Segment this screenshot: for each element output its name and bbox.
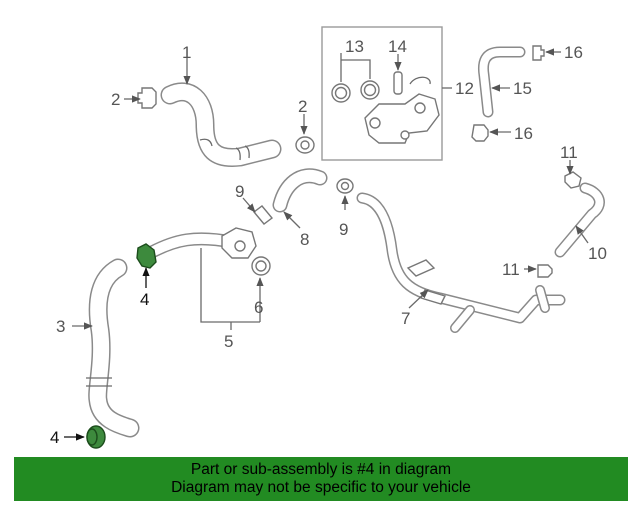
callout-16-top: 16: [564, 43, 583, 62]
callout-4-lower: 4: [50, 428, 59, 447]
callout-13: 13: [345, 37, 364, 56]
part-14-sensor[interactable]: [393, 71, 431, 95]
info-banner-line-1: Part or sub-assembly is #4 in diagram: [190, 461, 452, 478]
part-4-clamp-upper[interactable]: [136, 243, 157, 269]
callout-7: 7: [401, 309, 410, 328]
callout-2-left: 2: [111, 90, 120, 109]
callout-12: 12: [455, 79, 474, 98]
part-15-hose[interactable]: [477, 46, 526, 118]
part-4-clamp-lower[interactable]: [86, 425, 106, 449]
callout-9-left: 9: [235, 182, 244, 201]
part-9-clip-left[interactable]: [252, 205, 274, 225]
callout-3: 3: [56, 317, 65, 336]
part-16-clip-top[interactable]: [532, 45, 545, 61]
part-9-clip-right[interactable]: [336, 178, 354, 194]
callout-2-right: 2: [298, 97, 307, 116]
part-6-gasket[interactable]: [251, 256, 271, 276]
part-10-hose[interactable]: [554, 182, 605, 258]
part-11-clip-top[interactable]: [564, 171, 582, 189]
callout-9-right: 9: [339, 220, 348, 239]
inset-box: [321, 26, 443, 161]
callout-10: 10: [588, 244, 607, 263]
info-banner: Part or sub-assembly is #4 in diagram Di…: [14, 457, 628, 501]
callout-5: 5: [224, 332, 233, 351]
part-12-housing[interactable]: [364, 93, 440, 144]
part-5-outlet[interactable]: [145, 227, 257, 259]
part-2-clip-right[interactable]: [295, 136, 315, 154]
leader-lines: [64, 48, 589, 441]
parts-diagram: 1 2 2 3 4 4 5 6 7 8 9 9 10 11 11 12 13 1…: [50, 26, 607, 449]
part-13-o-rings[interactable]: [331, 80, 380, 103]
callout-6: 6: [254, 298, 263, 317]
part-16-clip-bottom[interactable]: [471, 124, 489, 142]
part-7-pipe[interactable]: [356, 192, 566, 333]
part-2-clip-left[interactable]: [137, 87, 157, 109]
callout-11-top: 11: [560, 143, 578, 162]
callout-4-upper: 4: [140, 290, 149, 309]
callout-16-bottom: 16: [514, 124, 533, 143]
info-banner-line-2: Diagram may not be specific to your vehi…: [171, 479, 471, 496]
part-1-upper-hose[interactable]: [160, 82, 282, 167]
callout-15: 15: [513, 79, 532, 98]
part-8-hose[interactable]: [272, 168, 328, 213]
callout-1: 1: [182, 43, 191, 62]
part-3-lower-hose[interactable]: [86, 258, 140, 438]
part-11-clip-bottom[interactable]: [537, 264, 553, 278]
callout-11-bottom: 11: [502, 260, 520, 279]
callout-8: 8: [300, 230, 309, 249]
callout-14: 14: [388, 37, 407, 56]
